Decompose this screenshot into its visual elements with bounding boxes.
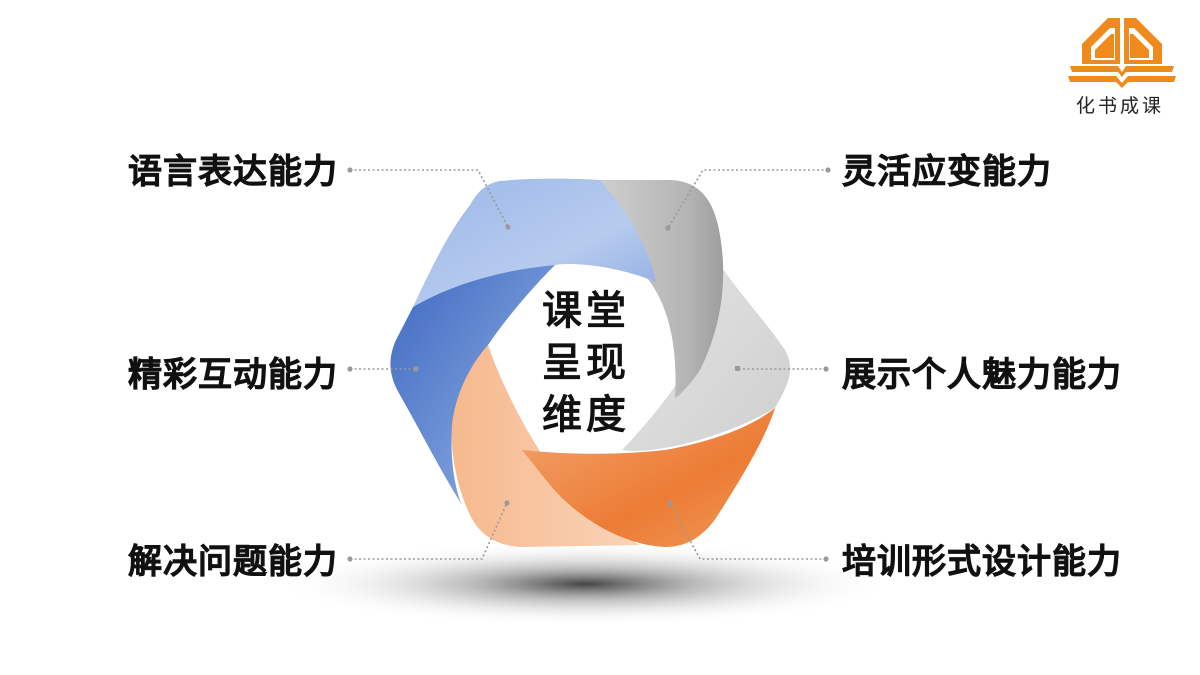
center-title-line-3: 维度: [542, 392, 630, 438]
label-personal-charm: 展示个人魅力能力: [842, 355, 1122, 396]
segment-blue-light: [413, 178, 656, 307]
floor-shadow: [275, 542, 895, 626]
label-adaptability: 灵活应变能力: [842, 152, 1052, 193]
center-title: 课堂 呈现 维度: [530, 285, 642, 441]
label-interaction: 精彩互动能力: [128, 355, 338, 396]
connector-lines: [350, 169, 828, 560]
center-title-line-1: 课堂: [542, 288, 630, 334]
label-training-design: 培训形式设计能力: [842, 542, 1122, 583]
label-language-expression: 语言表达能力: [128, 152, 338, 193]
center-title-line-2: 呈现: [542, 340, 630, 386]
connector-left-top: [350, 169, 509, 228]
connector-right-top: [667, 169, 828, 229]
logo-text: 化书成课: [1075, 95, 1164, 117]
book-logo-icon: [1068, 18, 1176, 88]
label-problem-solving: 解决问题能力: [128, 542, 338, 583]
segment-blue-dark: [390, 265, 555, 505]
segment-orange-light: [451, 345, 640, 547]
connector-left-bottom: [350, 502, 508, 560]
connector-right-bottom: [669, 502, 826, 560]
segment-orange-dark: [522, 408, 775, 547]
connector-dots: [347, 167, 831, 562]
